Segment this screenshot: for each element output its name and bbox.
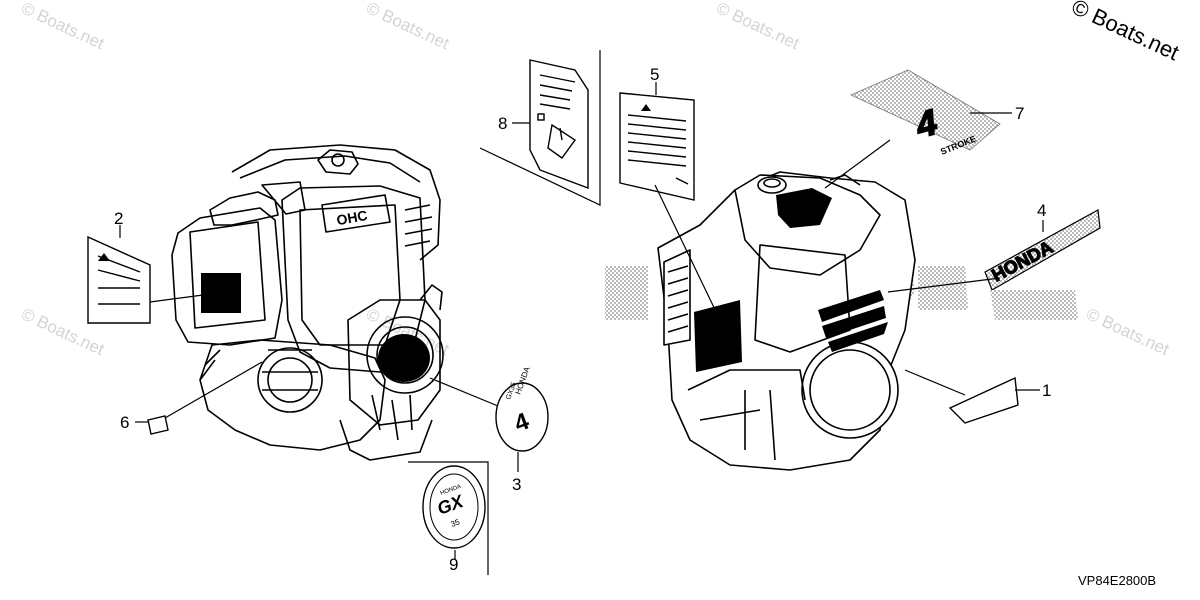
diagram-code: VP84E2800B: [1078, 573, 1156, 588]
decal-top-black: [776, 188, 832, 228]
decal-disc-left: [378, 334, 430, 382]
callout-1: 1: [1042, 381, 1051, 400]
watermark-text: © Boats.net: [1083, 304, 1172, 359]
watermark-text: © Boats.net: [18, 304, 107, 359]
watermark-text: © Boats.net: [363, 0, 452, 53]
callout-5: 5: [650, 65, 659, 84]
label-part-9: HONDA GX 35: [422, 465, 486, 549]
callout-4: 4: [1037, 201, 1046, 220]
callout-9: 9: [449, 555, 458, 574]
label-part-5: [619, 92, 695, 201]
callout-2: 2: [114, 209, 123, 228]
callout-6: 6: [120, 413, 129, 432]
decal-square-left: [201, 273, 241, 313]
callout-3: 3: [512, 475, 521, 494]
watermark-text: © Boats.net: [713, 0, 802, 53]
label-part-2: [87, 235, 151, 324]
watermark-text: © Boats.net: [18, 0, 107, 53]
label-part-8: [529, 59, 589, 190]
callout-8: 8: [498, 114, 507, 133]
cup-decal-four: 4: [511, 407, 533, 437]
gx-decal-model: GX: [435, 491, 467, 519]
leader-lines: [119, 50, 1044, 575]
copyright-text: © Boats.net: [1068, 0, 1183, 65]
gx-decal-size: 35: [450, 517, 462, 529]
decal-side-black: [694, 300, 742, 372]
label-part-6: [147, 415, 169, 435]
label-part-3: HONDA GX35 4: [495, 365, 549, 452]
decal-stripes-black: [818, 290, 888, 352]
engine-left: OHC: [171, 144, 444, 461]
ohc-badge-text: OHC: [335, 207, 368, 228]
callout-7: 7: [1015, 104, 1024, 123]
label-part-1: [948, 376, 1019, 424]
cup-decal-brand: HONDA: [513, 365, 532, 396]
